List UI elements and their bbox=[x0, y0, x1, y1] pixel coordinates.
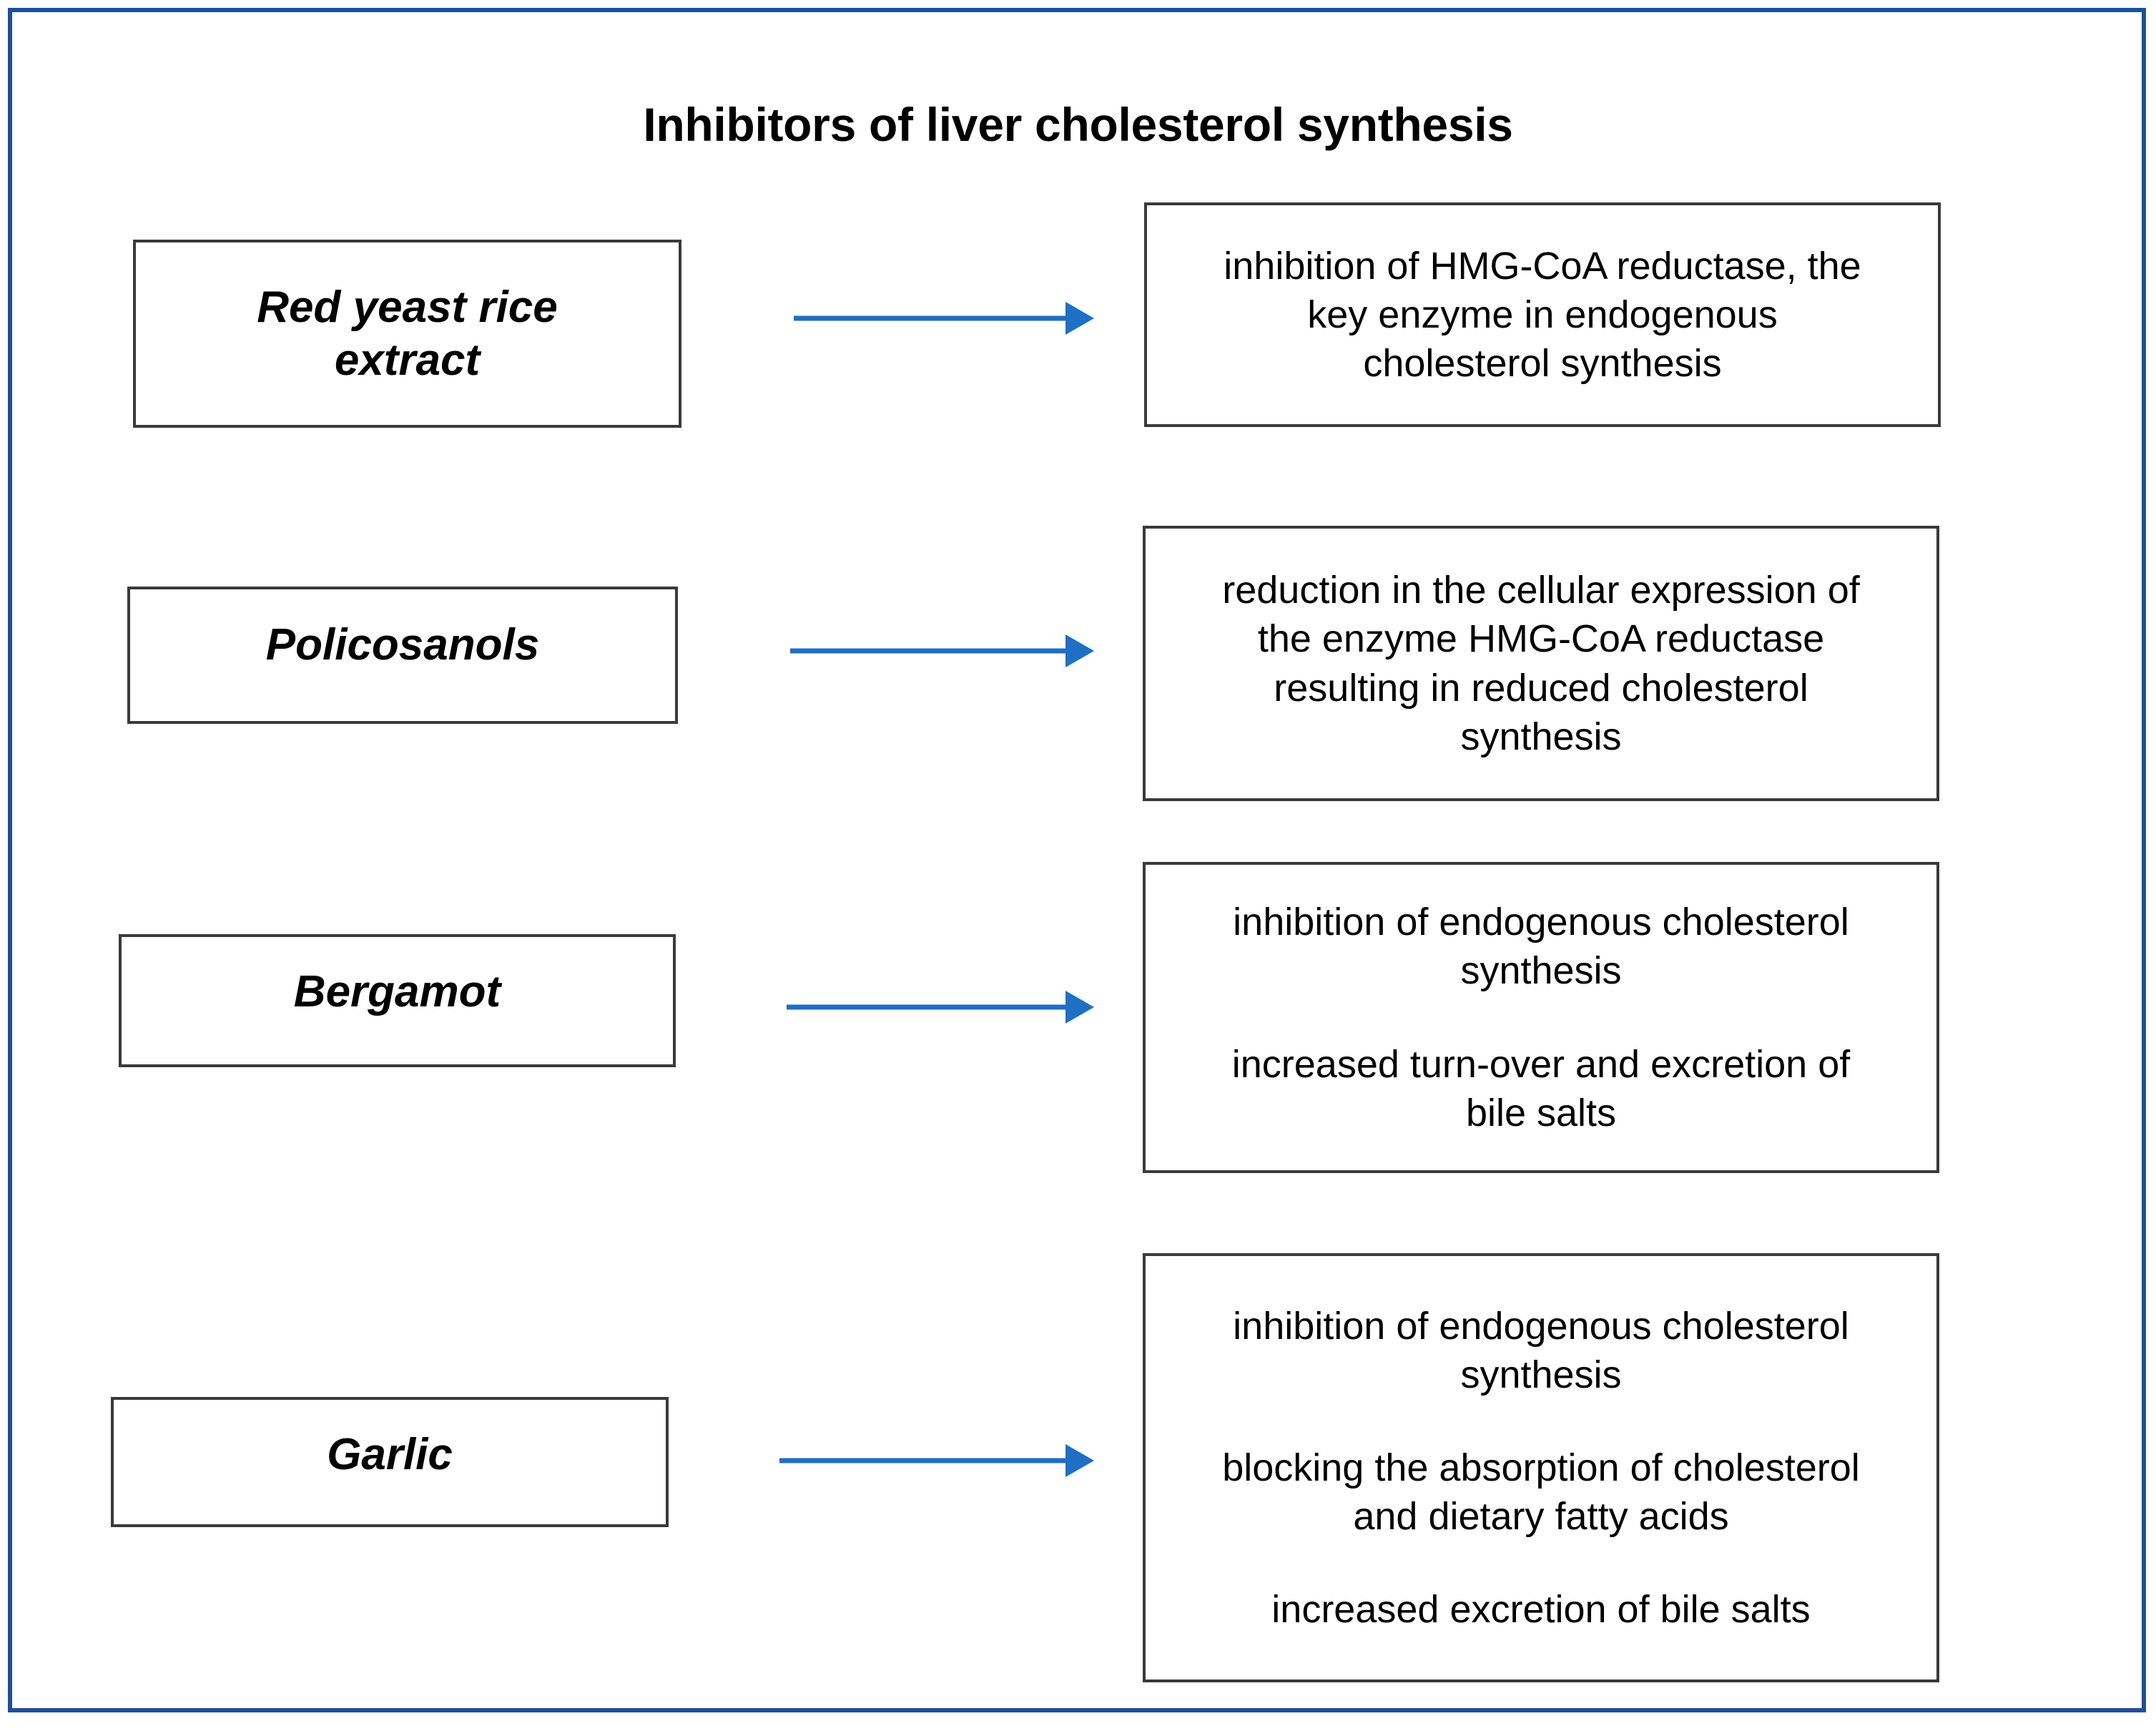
effect-box-red-yeast-rice-extract[interactable]: inhibition of HMG-CoA reductase, the key… bbox=[1144, 202, 1941, 427]
effect-paragraph: inhibition of endogenous cholesterol syn… bbox=[1233, 901, 1849, 993]
source-label: Bergamot bbox=[293, 967, 501, 1017]
effect-paragraph: increased turn-over and excretion of bil… bbox=[1231, 1042, 1851, 1134]
source-box-policosanols[interactable]: Policosanols bbox=[127, 587, 678, 724]
effect-box-policosanols[interactable]: reduction in the cellular expression of … bbox=[1143, 526, 1939, 801]
source-box-red-yeast-rice-extract[interactable]: Red yeast rice extract bbox=[133, 240, 681, 428]
source-label: Policosanols bbox=[265, 620, 540, 670]
page-title: Inhibitors of liver cholesterol synthesi… bbox=[643, 98, 1513, 151]
effect-paragraph: blocking the absorption of cholesterol a… bbox=[1222, 1446, 1860, 1539]
arrow-right-icon-row-1 bbox=[794, 297, 1094, 340]
source-label: Red yeast rice extract bbox=[257, 283, 558, 385]
arrow-right-icon-row-2 bbox=[790, 629, 1094, 672]
arrow-right-icon-row-4 bbox=[779, 1439, 1094, 1482]
effect-paragraph: increased excretion of bile salts bbox=[1271, 1588, 1811, 1632]
source-box-bergamot[interactable]: Bergamot bbox=[119, 934, 676, 1067]
effect-paragraph: inhibition of endogenous cholesterol syn… bbox=[1233, 1304, 1849, 1396]
source-box-garlic[interactable]: Garlic bbox=[111, 1397, 669, 1527]
effect-paragraph: reduction in the cellular expression of … bbox=[1222, 569, 1860, 758]
source-label: Garlic bbox=[327, 1430, 453, 1480]
arrow-right-icon-row-3 bbox=[787, 986, 1094, 1029]
effect-box-bergamot[interactable]: inhibition of endogenous cholesterol syn… bbox=[1143, 862, 1939, 1173]
effect-paragraph: inhibition of HMG-CoA reductase, the key… bbox=[1224, 244, 1861, 386]
effect-box-garlic[interactable]: inhibition of endogenous cholesterol syn… bbox=[1143, 1253, 1939, 1682]
